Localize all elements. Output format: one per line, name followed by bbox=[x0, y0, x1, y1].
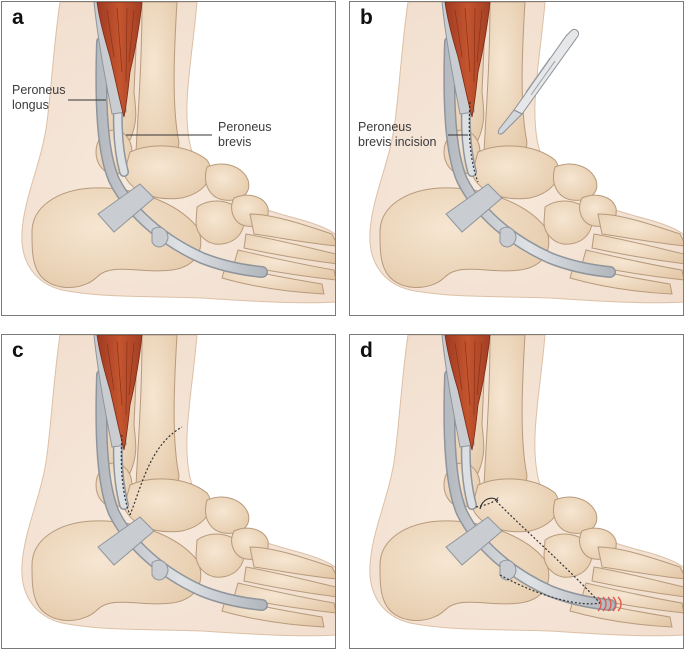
loop-arrow-icon bbox=[479, 497, 499, 510]
panel-b: b Peroneus brevis incision bbox=[349, 1, 684, 316]
ankle-illustration-a bbox=[2, 2, 336, 316]
ankle-illustration-d bbox=[350, 335, 684, 649]
incision-dotted-line bbox=[468, 101, 479, 183]
harvested-segment-dotted bbox=[120, 434, 131, 516]
ankle-illustration-c bbox=[2, 335, 336, 649]
panel-label-c: c bbox=[12, 339, 24, 362]
rerouted-tendon-dotted bbox=[129, 426, 183, 516]
panel-d: d bbox=[349, 334, 684, 649]
annotation-line: Peroneus bbox=[218, 120, 272, 134]
panel-label-a: a bbox=[12, 6, 24, 29]
annotation-peroneus-brevis: Peroneus brevis bbox=[218, 120, 272, 150]
scalpel-icon bbox=[497, 29, 579, 135]
transfer-path-upper bbox=[475, 497, 601, 604]
annotation-line: longus bbox=[12, 98, 49, 112]
annotation-peroneus-brevis-incision: Peroneus brevis incision bbox=[358, 120, 437, 150]
annotation-peroneus-longus: Peroneus longus bbox=[12, 83, 66, 113]
panel-c: c bbox=[1, 334, 336, 649]
annotation-line: brevis incision bbox=[358, 135, 437, 149]
ankle-illustration-b bbox=[350, 2, 684, 316]
suture-marks-icon bbox=[597, 596, 622, 612]
panel-a: a Peroneus longus Peroneus brevis bbox=[1, 1, 336, 316]
panel-label-b: b bbox=[360, 6, 373, 29]
annotation-line: Peroneus bbox=[358, 120, 412, 134]
panel-label-d: d bbox=[360, 339, 373, 362]
annotation-line: brevis bbox=[218, 135, 252, 149]
annotation-line: Peroneus bbox=[12, 83, 66, 97]
